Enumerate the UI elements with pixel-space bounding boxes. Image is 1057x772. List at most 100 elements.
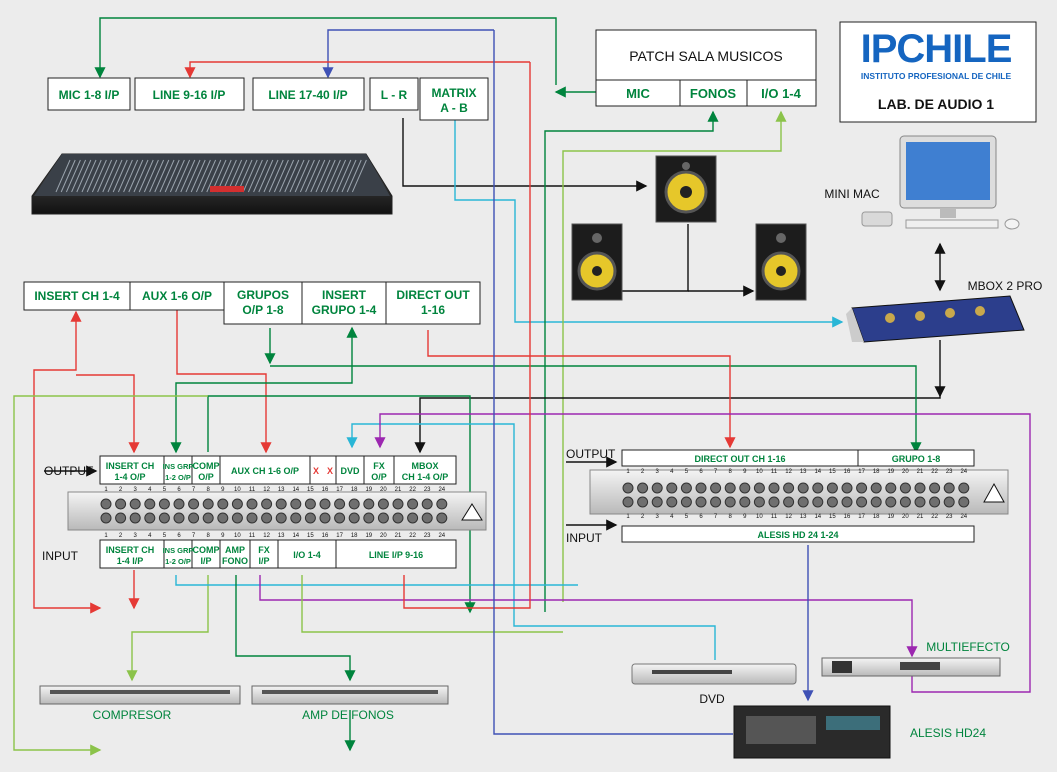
line-9-16-label: LINE 9-16 I/P: [153, 88, 226, 102]
pbl-num-top-2: 2: [119, 487, 123, 493]
pbl-num-bot-17: 17: [336, 533, 343, 539]
pbr-num-top-11: 11: [771, 469, 778, 475]
patchbay-right-input: INPUT: [566, 531, 603, 545]
pbl-top-x1: X: [313, 466, 319, 476]
pbr-num-bot-1: 1: [626, 514, 630, 520]
ipchile-subtitle: INSTITUTO PROFESIONAL DE CHILE: [861, 71, 1012, 81]
studio-monitors: [571, 155, 807, 301]
patch-io-label: I/O 1-4: [761, 86, 802, 101]
wire-line-9-16: [184, 61, 530, 79]
wire-alesis-bus: [493, 30, 733, 735]
pbr-num-bot-22: 22: [931, 514, 938, 520]
wire-fx-in: [259, 575, 918, 658]
grupos-label: GRUPOS: [237, 288, 289, 302]
patchbay-left-output: OUTPUT: [44, 464, 94, 478]
pbl-num-bot-2: 2: [119, 533, 123, 539]
pbl-num-top-4: 4: [148, 487, 152, 493]
pbr-alesis: ALESIS HD 24 1-24: [757, 530, 838, 540]
pbl-num-bot-23: 23: [424, 533, 431, 539]
compresor: COMPRESOR: [39, 685, 241, 722]
pbr-num-bot-24: 24: [960, 514, 967, 520]
pbl-num-bot-5: 5: [163, 533, 167, 539]
pbl-num-bot-24: 24: [438, 533, 445, 539]
ipchile-brand: IPCHILE: [861, 27, 1012, 71]
pbr-num-top-19: 19: [887, 469, 894, 475]
pbl-num-top-13: 13: [278, 487, 285, 493]
pbr-num-bot-7: 7: [714, 514, 718, 520]
pbr-num-top-8: 8: [729, 469, 733, 475]
wire-line-i: [403, 62, 531, 609]
patchbay-left: OUTPUT INPUT INSERT CH 1-4 O/P INS GRP 1…: [42, 455, 487, 569]
pbl-num-top-20: 20: [380, 487, 387, 493]
pbr-num-bot-18: 18: [873, 514, 880, 520]
pbl-num-top-6: 6: [177, 487, 181, 493]
pbr-num-bot-19: 19: [887, 514, 894, 520]
grupos-op-label: O/P 1-8: [242, 303, 283, 317]
pbr-num-bot-12: 12: [785, 514, 792, 520]
pbr-num-bot-2: 2: [641, 514, 645, 520]
mic-1-8-label: MIC 1-8 I/P: [59, 88, 120, 102]
pbr-num-top-3: 3: [656, 469, 660, 475]
compresor-label: COMPRESOR: [93, 708, 172, 722]
wire-insert-ch: [33, 310, 102, 614]
multiefecto-label: MULTIEFECTO: [926, 640, 1010, 654]
pbl-num-top-5: 5: [163, 487, 167, 493]
pbr-num-bot-16: 16: [844, 514, 851, 520]
pbl-bot-insert: INSERT CH: [106, 545, 155, 555]
pbl-num-bot-9: 9: [221, 533, 225, 539]
pbr-num-top-6: 6: [699, 469, 703, 475]
pbl-num-bot-14: 14: [292, 533, 299, 539]
pbr-num-bot-23: 23: [946, 514, 953, 520]
pbr-num-bot-4: 4: [670, 514, 674, 520]
insert-grupo-num-label: GRUPO 1-4: [312, 303, 377, 317]
speaker-center: [655, 155, 717, 223]
pbl-bot-comp-ip: I/P: [200, 556, 211, 566]
pbr-num-bot-14: 14: [814, 514, 821, 520]
mbox-label: MBOX 2 PRO: [968, 279, 1043, 293]
patch-sala-title: PATCH SALA MUSICOS: [629, 48, 783, 64]
wire-mbox-out: [414, 340, 941, 454]
ipchile-logo: IPCHILE INSTITUTO PROFESIONAL DE CHILE L…: [839, 21, 1037, 123]
pbl-num-top-22: 22: [409, 487, 416, 493]
pbr-num-top-9: 9: [743, 469, 747, 475]
dvd-player: DVD: [631, 663, 797, 706]
pbl-bot-line: LINE I/P 9-16: [369, 550, 423, 560]
wire-line-17-40: [322, 29, 494, 79]
pbl-num-top-23: 23: [424, 487, 431, 493]
speaker-left: [571, 223, 623, 301]
wire-lightgreen-comp: [126, 575, 209, 682]
multiefecto: MULTIEFECTO: [821, 640, 1010, 677]
wire-io: [562, 110, 787, 602]
pbr-num-top-1: 1: [626, 469, 630, 475]
pbl-num-bot-16: 16: [322, 533, 329, 539]
pbr-num-top-4: 4: [670, 469, 674, 475]
pbl-num-top-15: 15: [307, 487, 314, 493]
pbl-num-top-18: 18: [351, 487, 358, 493]
pbr-num-top-17: 17: [858, 469, 865, 475]
pbr-num-top-20: 20: [902, 469, 909, 475]
pbl-top-insert-op: 1-4 O/P: [114, 472, 145, 482]
alesis-label: ALESIS HD24: [910, 726, 986, 740]
wire-grupos-bus: [270, 365, 922, 454]
pbl-num-top-19: 19: [365, 487, 372, 493]
aux-label: AUX 1-6 O/P: [142, 289, 212, 303]
pbl-num-bot-12: 12: [263, 533, 270, 539]
pbl-num-top-16: 16: [322, 487, 329, 493]
pbl-num-bot-13: 13: [278, 533, 285, 539]
pbr-num-top-18: 18: [873, 469, 880, 475]
alesis-hd24: ALESIS HD24: [733, 705, 986, 759]
dvd-label: DVD: [699, 692, 725, 706]
wire-mic: [94, 17, 557, 85]
wire-matrix: [454, 120, 844, 328]
pbl-num-top-9: 9: [221, 487, 225, 493]
patchbay-right: OUTPUT INPUT DIRECT OUT CH 1-16 GRUPO 1-…: [566, 447, 1009, 545]
pbl-bot-insert-ip: 1-4 I/P: [117, 556, 144, 566]
pbr-num-top-13: 13: [800, 469, 807, 475]
pbr-num-bot-3: 3: [656, 514, 660, 520]
wire-dvd: [346, 423, 716, 660]
pbl-num-top-21: 21: [395, 487, 402, 493]
mbox-2-pro: MBOX 2 PRO: [846, 279, 1043, 343]
pbr-direct-out: DIRECT OUT CH 1-16: [694, 454, 785, 464]
wire-ins-grp-cyan: [175, 575, 578, 586]
matrix-label: MATRIX: [431, 86, 476, 100]
